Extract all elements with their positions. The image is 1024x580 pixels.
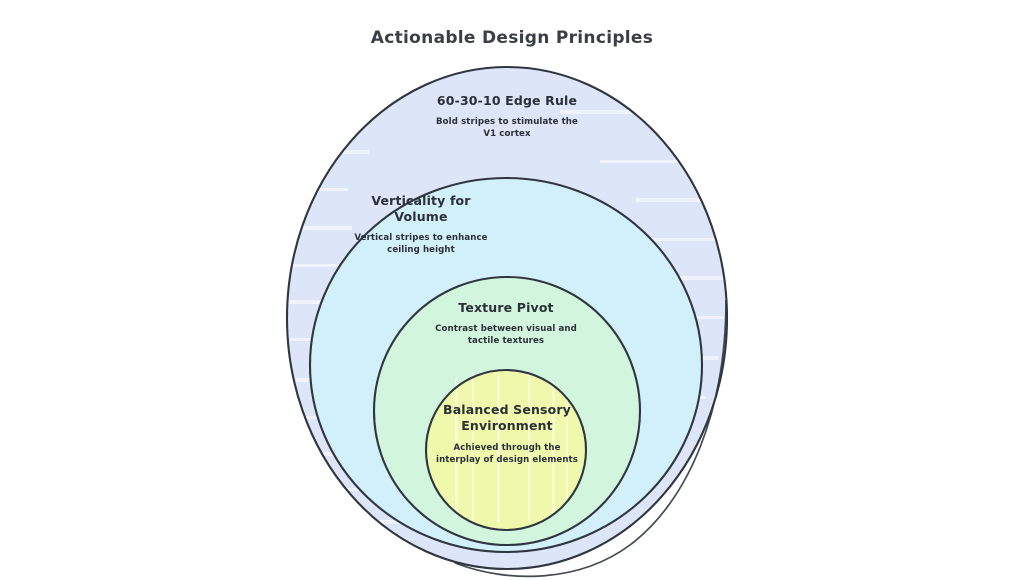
- ring-shape-3: [420, 365, 596, 535]
- page-title: Actionable Design Principles: [370, 28, 654, 48]
